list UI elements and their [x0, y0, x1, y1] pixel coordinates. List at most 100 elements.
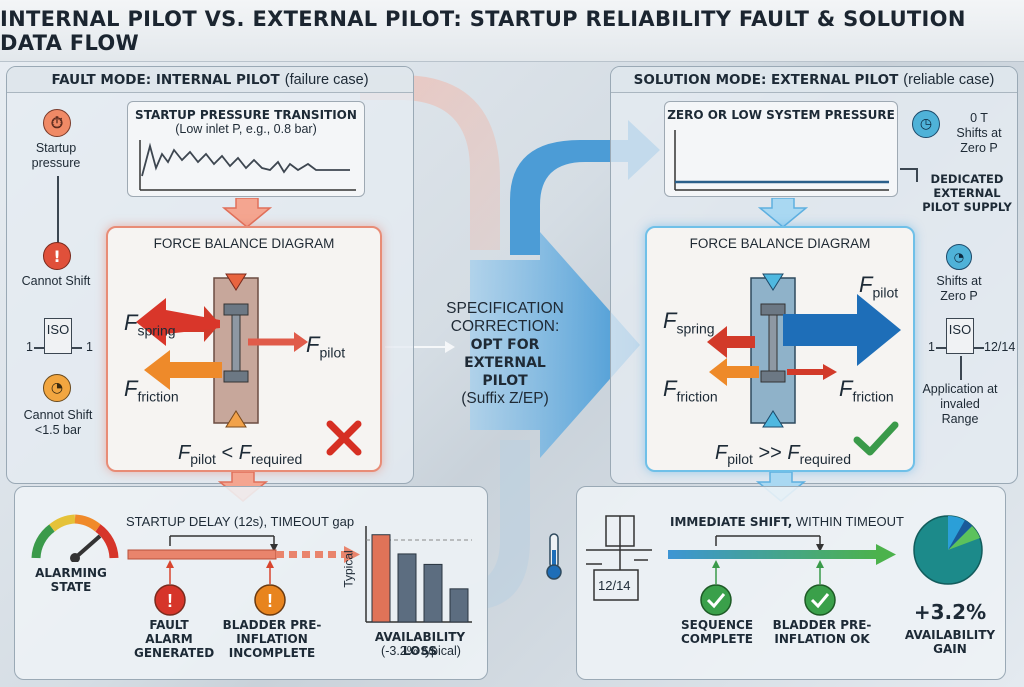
chart-y-label: Typical [341, 550, 356, 588]
iso-line-right-a [936, 347, 946, 349]
left-side-connector [57, 176, 59, 244]
alarming-state-label: ALARMING STATE [35, 566, 107, 594]
solution-force-title: FORCE BALANCE DIAGRAM [689, 236, 871, 251]
solution-timeline [668, 535, 896, 616]
right-side-connector [960, 356, 962, 380]
solution-mode-title: SOLUTION MODE: EXTERNAL PILOT [633, 71, 899, 88]
availability-gain-value: +3.2% [913, 600, 987, 624]
valve-schematic-icon [586, 515, 652, 601]
fault-timeline: ! ! [127, 535, 360, 616]
iso-line-left-a [34, 347, 44, 349]
sequence-complete-label: SEQUENCE COMPLETE [680, 618, 754, 646]
fault-outcome-panel [14, 486, 488, 680]
sol-rel-sub1: pilot [727, 451, 753, 467]
svg-text:!: ! [267, 591, 273, 611]
loss-bar-4 [449, 588, 469, 623]
sol-f-friction-r-symbol: F [839, 376, 853, 401]
fault-alarm-label: FAULT ALARM GENERATED [134, 618, 215, 660]
dedicated-connector [900, 168, 916, 170]
page-title: INTERNAL PILOT VS. EXTERNAL PILOT: START… [0, 6, 966, 55]
spec-line1: SPECIFICATION [446, 300, 564, 317]
rel-sub2: required [250, 451, 303, 467]
specification-correction: SPECIFICATION CORRECTION: OPT FOR EXTERN… [440, 300, 570, 408]
sol-f-spring-symbol: F [663, 308, 677, 333]
fault-mode-title: FAULT MODE: INTERNAL PILOT [51, 71, 280, 88]
fault-mode-subtitle: (failure case) [284, 71, 369, 88]
immediate-shift-label: IMMEDIATE SHIFT, WITHIN TIMEOUT [670, 514, 904, 529]
iso-port-left-out: 1 [86, 340, 93, 354]
sol-f-friction-l-sub: friction [676, 388, 718, 405]
valve-port-label: 12/14 [598, 578, 631, 593]
availability-gain-pie [913, 515, 983, 585]
application-label: Application at invaled Range [922, 382, 998, 426]
sol-f-pilot-sub: pilot [872, 284, 899, 301]
fault-flow-pipe [360, 75, 500, 250]
sol-f-friction-l-symbol: F [663, 376, 677, 401]
sol-rel-f1: F [715, 442, 728, 464]
iso-symbol-left: ISO [44, 318, 72, 354]
startup-pressure-label: Startup pressure [31, 141, 81, 170]
gauge-low-icon: ◔ [43, 374, 71, 402]
center-flow-arrow [470, 232, 640, 458]
shifts-zero-label: Shifts at Zero P [956, 126, 1002, 155]
rel-f1: F [178, 442, 191, 464]
alert-icon: ! [43, 242, 71, 270]
loss-bar-3 [423, 563, 443, 623]
alarm-gauge-icon [31, 514, 119, 562]
solution-relation: Fpilot >> Frequired [715, 442, 851, 467]
sol-f-friction-r-sub: friction [852, 388, 894, 405]
solution-f-friction-left-label: Ffriction [663, 376, 718, 404]
solution-force-diagram [707, 273, 901, 428]
iso-port-right-in: 1 [928, 340, 935, 354]
sol-f-spring-sub: spring [676, 320, 715, 337]
spec-line5: (Suffix Z/EP) [461, 390, 549, 407]
svg-text:!: ! [167, 591, 173, 611]
spec-line3: OPT FOR [470, 337, 540, 353]
iso-line-left-b [72, 347, 82, 349]
startup-pressure-title: STARTUP PRESSURE TRANSITION [135, 108, 357, 122]
loss-bar-1 [371, 534, 391, 623]
shifts-zero-label-2: Shifts at Zero P [936, 274, 982, 303]
iso-symbol-right: ISO [946, 318, 974, 354]
lower-flow-pipe [460, 440, 530, 610]
iso-line-right-b [974, 347, 984, 349]
x-mark-icon [326, 420, 362, 456]
loss-bar-2 [397, 553, 417, 623]
iso-label-left: ISO [46, 322, 70, 337]
startup-pressure-card: STARTUP PRESSURE TRANSITION (Low inlet P… [127, 101, 365, 197]
dedicated-supply-label: DEDICATED EXTERNAL PILOT SUPPLY [922, 172, 1012, 214]
solution-f-friction-right-label: Ffriction [839, 376, 894, 404]
fault-down-arrow [222, 198, 272, 228]
zero-t-label: 0 T [970, 111, 988, 125]
availability-loss-title: AVAILABILITY LOSS [374, 630, 466, 658]
fault-relation: Fpilot < Frequired [178, 442, 302, 467]
fault-force-balance-card: FORCE BALANCE DIAGRAM Fspring Ffriction … [106, 226, 382, 472]
cannot-shift-label: Cannot Shift [21, 274, 91, 288]
gauge-drop-icon: ◔ [946, 244, 972, 270]
startup-pressure-subtitle: (Low inlet P, e.g., 0.8 bar) [175, 122, 317, 136]
immediate-shift-rest: WITHIN TIMEOUT [795, 514, 904, 529]
solution-force-balance-card: FORCE BALANCE DIAGRAM Fpilot Fspring Ffr… [645, 226, 915, 472]
pressure-waveform [139, 140, 356, 191]
fault-mode-header: FAULT MODE: INTERNAL PILOT (failure case… [7, 67, 413, 93]
fault-f-pilot-label: Fpilot [306, 332, 345, 360]
zero-pressure-line [674, 130, 889, 191]
sol-f-pilot-symbol: F [859, 272, 873, 297]
solution-mode-subtitle: (reliable case) [903, 71, 995, 88]
f-friction-symbol: F [124, 376, 138, 401]
f-friction-sub: friction [137, 388, 179, 405]
fault-f-friction-label: Ffriction [124, 376, 179, 404]
spec-line2: CORRECTION: [450, 318, 560, 335]
f-spring-sub: spring [137, 322, 176, 339]
cannot-shift-bar-label: Cannot Shift <1.5 bar [23, 408, 93, 437]
startup-delay-label: STARTUP DELAY (12s), TIMEOUT gap [126, 514, 355, 529]
solution-down-arrow [758, 198, 808, 228]
iso-port-right-out: 12/14 [984, 340, 1016, 354]
rel-op: < [221, 442, 234, 464]
iso-label-right: ISO [948, 322, 972, 337]
sol-rel-f2: F [787, 442, 800, 464]
check-mark-icon [853, 421, 899, 456]
solution-f-spring-label: Fspring [663, 308, 715, 336]
f-pilot-sub: pilot [319, 344, 346, 361]
iso-port-left-in: 1 [26, 340, 33, 354]
